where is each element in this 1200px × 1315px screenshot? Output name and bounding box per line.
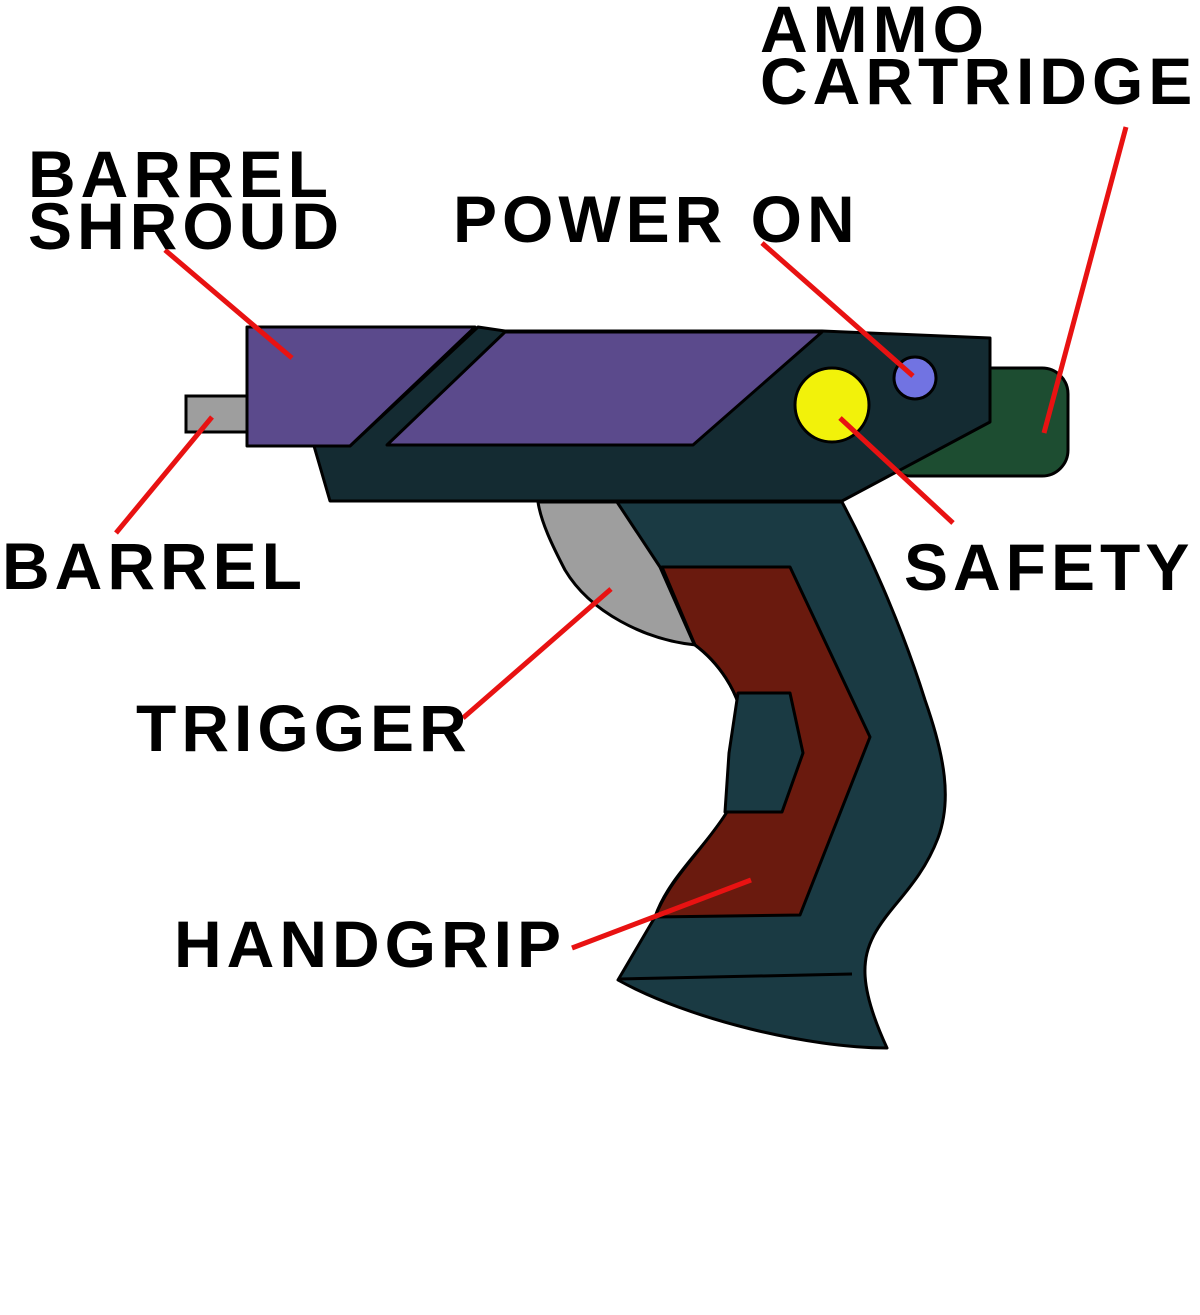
- leader-line-trigger: [461, 587, 613, 720]
- leader-line-safety: [838, 416, 955, 525]
- label-ammo-cartridge: AMMO CARTRIDGE: [760, 0, 1198, 118]
- leader-line-barrel-shroud: [163, 248, 294, 360]
- label-ammo-cartridge-line1: AMMO: [760, 0, 989, 66]
- label-barrel: BARREL: [2, 529, 307, 603]
- barrel-part: [184, 394, 252, 434]
- grip-hex-notch: [723, 691, 805, 814]
- label-ammo-cartridge-line2: CARTRIDGE: [760, 44, 1198, 118]
- label-barrel-shroud-line2: SHROUD: [28, 189, 345, 263]
- safety-button-part: [793, 366, 871, 444]
- label-safety: SAFETY: [904, 530, 1195, 604]
- label-power-on: POWER ON: [453, 182, 860, 256]
- barrel-shroud-front-part: [245, 325, 477, 448]
- leader-lines: [114, 126, 1129, 951]
- leader-line-power-on: [760, 241, 915, 378]
- label-trigger: TRIGGER: [136, 691, 472, 765]
- leader-line-ammo-cartridge: [1041, 126, 1129, 434]
- trigger-part: [536, 500, 698, 647]
- barrel-shroud-rear-part: [385, 330, 824, 447]
- label-barrel-shroud-line1: BARREL: [28, 137, 333, 211]
- grip-heel-seam: [619, 972, 853, 981]
- label-barrel-shroud: BARREL SHROUD: [28, 137, 345, 263]
- leader-line-barrel: [114, 415, 214, 535]
- leader-line-handgrip: [571, 877, 752, 951]
- label-handgrip: HANDGRIP: [174, 907, 567, 981]
